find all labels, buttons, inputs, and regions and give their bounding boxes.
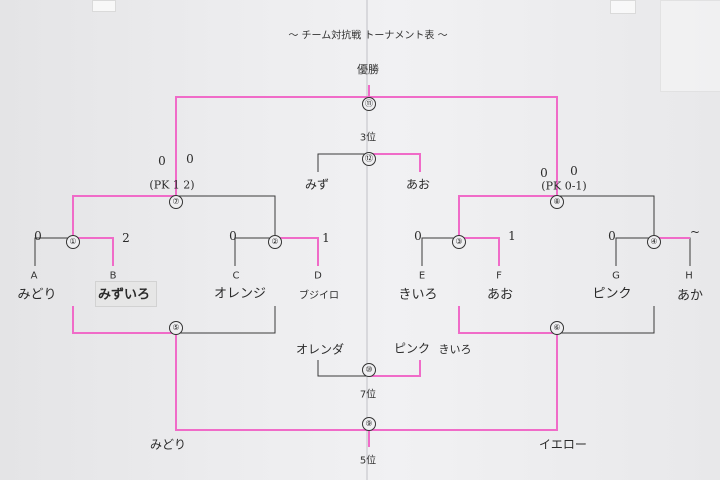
match-number-7: ⑦: [169, 195, 183, 209]
score-m2-right: 1: [322, 231, 330, 245]
match-number-2: ②: [268, 235, 282, 249]
match-number-1: ①: [66, 235, 80, 249]
third-right-name: あお: [405, 177, 431, 192]
match-number-6: ⑥: [550, 321, 564, 335]
score-m7-right: 0: [186, 152, 194, 166]
team-name-e: きいろ: [398, 287, 438, 303]
team-letter-c: C: [232, 270, 240, 282]
team-letter-b: B: [109, 270, 117, 282]
score-m8-pk: (PK 0-1): [541, 179, 587, 193]
score-m8-left: 0: [540, 166, 548, 180]
match-number-10: ⑩: [362, 363, 376, 377]
match-number-12: ⑫: [362, 152, 376, 166]
team-name-g: ピンク: [592, 286, 632, 302]
team-name-a: みどり: [17, 287, 57, 303]
team-letter-a: A: [30, 270, 38, 282]
team-name-h: あか: [676, 288, 704, 304]
paper-fold: [366, 0, 368, 480]
seventh-left-name: オレンダ: [295, 342, 345, 357]
score-m3-left: 0: [414, 229, 422, 243]
match-number-9: ⑨: [362, 417, 376, 431]
score-m7-pk: (PK 1 2): [149, 178, 195, 192]
seventh-right-extra: きいろ: [438, 343, 472, 356]
score-m4-left: 0: [608, 229, 616, 243]
score-m2-left: 0: [229, 229, 237, 243]
tape-top-right: [610, 0, 636, 14]
match-number-8: ⑧: [550, 195, 564, 209]
fifth-left-name: みどり: [149, 437, 187, 452]
match-number-5: ⑤: [169, 321, 183, 335]
team-letter-g: G: [612, 270, 620, 282]
score-m8-right: 0: [570, 164, 578, 178]
tape-right-edge: [660, 0, 720, 92]
seventh-right-name: ピンク: [393, 341, 431, 356]
score-m3-right: 1: [508, 229, 516, 243]
score-m1-left: 0: [34, 229, 42, 243]
label-third: 3位: [359, 132, 377, 144]
match-number-11: ⑪: [362, 97, 376, 111]
team-letter-d: D: [314, 270, 322, 282]
team-letter-e: E: [418, 270, 426, 282]
third-left-name: みず: [304, 177, 330, 192]
label-fifth: 5位: [359, 455, 377, 467]
team-name-c: オレンジ: [213, 286, 267, 302]
page-title: ～ チーム対抗戦 トーナメント表 ～: [288, 30, 448, 42]
score-m7-left: 0: [158, 154, 166, 168]
tape-top-left: [92, 0, 116, 12]
team-name-b: みずいろ: [97, 287, 151, 303]
score-m1-right: 2: [122, 231, 130, 245]
label-seventh: 7位: [359, 389, 377, 401]
fifth-right-name: イエロー: [539, 437, 587, 452]
team-letter-f: F: [496, 270, 502, 282]
team-name-d: ブジイロ: [299, 290, 339, 302]
match-number-3: ③: [452, 235, 466, 249]
score-m4-right: ~: [689, 225, 701, 239]
team-letter-h: H: [685, 270, 693, 282]
label-champion: 優勝: [357, 63, 379, 76]
match-number-4: ④: [647, 235, 661, 249]
team-name-f: あお: [486, 287, 514, 303]
name-sticker-b: [95, 281, 157, 307]
